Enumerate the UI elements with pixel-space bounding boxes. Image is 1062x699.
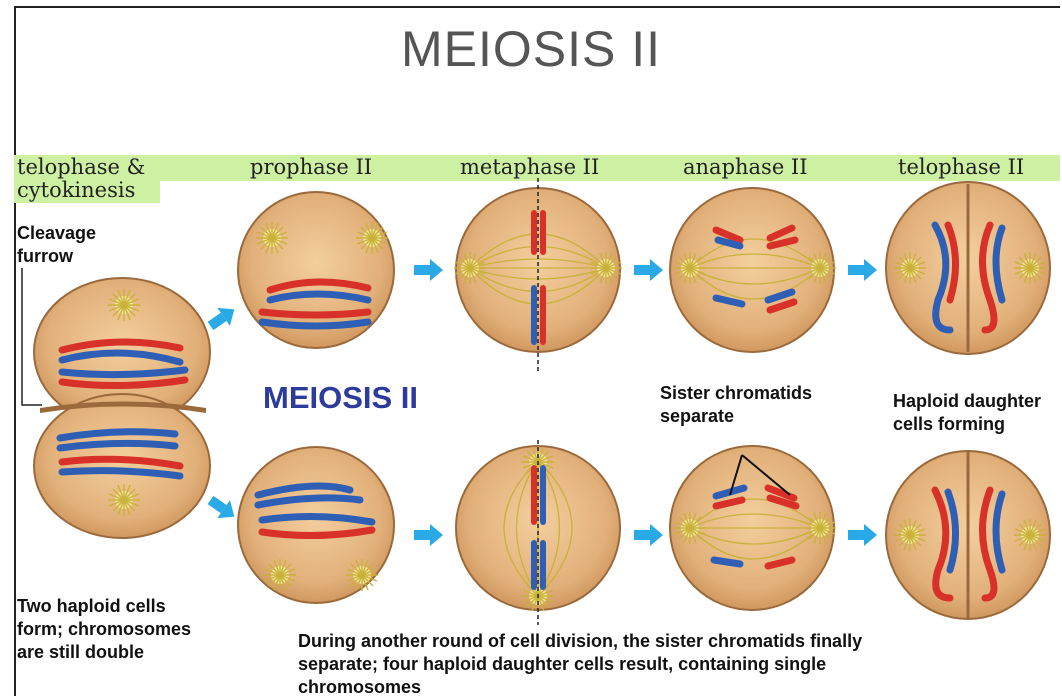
arrow-icon-prophase-metaphase-top [414,259,443,281]
caption-line-3: chromosomes [298,676,421,699]
prophase-ii-bottom-cell [238,447,394,603]
caption-line-1: During another round of cell division, t… [298,630,862,653]
label-sister-2: separate [660,405,734,428]
arrow-icon-left-top [204,300,240,335]
label-haploid-1: Haploid daughter [893,390,1041,413]
arrow-icon-metaphase-anaphase-bottom [634,524,663,546]
arrow-icon-prophase-metaphase-bottom [414,524,443,546]
label-two-haploid-2: form; chromosomes [17,618,191,641]
prophase-ii-top-cell [238,192,394,348]
label-cleavage-2: furrow [17,245,73,268]
label-sister-1: Sister chromatids [660,382,812,405]
anaphase-ii-bottom-cell [670,446,836,610]
label-two-haploid-3: are still double [17,641,144,664]
arrow-icon-metaphase-anaphase-top [634,259,663,281]
telophase-ii-top-cell [886,182,1050,354]
label-two-haploid-1: Two haploid cells [17,595,166,618]
label-haploid-2: cells forming [893,413,1005,436]
label-cleavage-1: Cleavage [17,222,96,245]
telophase-cytokinesis-cell [34,278,210,538]
meiosis-center-label: MEIOSIS II [263,380,418,416]
telophase-ii-bottom-cell [886,451,1050,619]
arrow-icon-anaphase-telophase-top [848,259,877,281]
caption-line-2: separate; four haploid daughter cells re… [298,653,826,676]
arrow-icon-anaphase-telophase-bottom [848,524,877,546]
anaphase-ii-top-cell [670,188,836,352]
arrow-icon-left-bottom [204,491,240,526]
